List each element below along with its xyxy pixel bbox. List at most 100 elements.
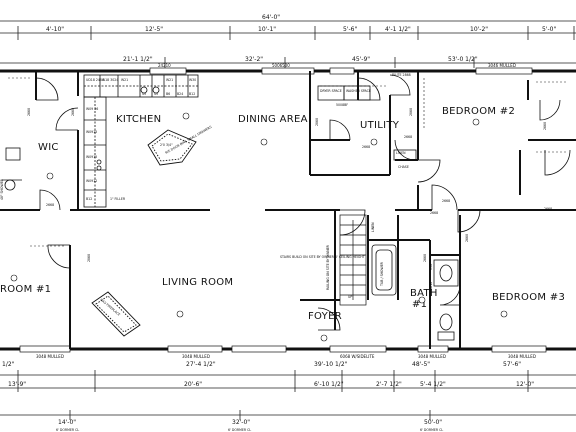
room-label-bath-number: #1: [412, 299, 427, 310]
door-tag-10: 2668: [544, 207, 552, 211]
door-swings: [35, 74, 571, 331]
stairs: [339, 214, 367, 306]
cab-tag-8: B24: [177, 92, 183, 96]
interior-walls: [0, 71, 576, 349]
note-washer: WASHER SPACE: [346, 89, 371, 93]
note-chase: CHASE: [398, 165, 409, 169]
cab-tag-9: W30: [189, 78, 196, 82]
window-label-bottom-door: 6068 W/SIDELITE: [340, 354, 375, 359]
closet-dashed: [8, 77, 568, 247]
dim-top-2: 12'-5": [145, 26, 163, 33]
door-tag-14: 2668: [430, 211, 438, 215]
cab-left-4: W0912: [86, 179, 97, 183]
note-up: UP: [348, 295, 352, 299]
door-tag-7: 2868: [409, 108, 413, 116]
dim-bot3-sub-2: 6' DORMER CL: [228, 428, 251, 432]
dim-bot-4: 48'-5": [412, 361, 430, 368]
bottom-dimension-lines: [0, 370, 576, 420]
bath-fixtures: [371, 244, 459, 341]
kitchen-island: [147, 129, 197, 166]
door-tag-11: 2668: [442, 199, 450, 203]
window-label-bottom-right: 3048 MULLED: [508, 354, 536, 359]
room-label-bedroom1: ROOM #1: [0, 284, 51, 295]
dim-bot2-4: 2'-7 1/2": [376, 381, 402, 388]
cab-tag-6: B6: [166, 92, 170, 96]
note-vanity: V36: [429, 264, 433, 270]
cab-left-1: W09 36: [86, 107, 98, 111]
dim-bot2-5: 5'-4 1/2": [420, 381, 446, 388]
dim-top-7: 5'-0": [542, 26, 556, 33]
cab-tag-7: W21: [166, 78, 173, 82]
dim-top-3: 10'-1": [258, 26, 276, 33]
note-vanity2: SB18: [429, 282, 433, 290]
room-label-kitchen: KITCHEN: [116, 114, 161, 125]
room-label-dining: DINING AREA: [238, 114, 308, 125]
gas-fireplace: [91, 291, 141, 337]
wic-fixtures: [2, 147, 22, 191]
note-shelf: 5008BF: [336, 103, 348, 107]
room-label-wic: WIC: [38, 142, 59, 153]
cab-tag-4: S9: [142, 92, 146, 96]
door-tag-13: 2668: [423, 254, 427, 262]
cab-left-3: W0915: [86, 155, 97, 159]
note-stairs: STAIRS BUILD ON SITE BY OWNER 6' CEILING…: [280, 255, 365, 259]
door-tag-4: 2868: [87, 254, 91, 262]
window-label-bottom-left: 3048 MULLED: [36, 354, 64, 359]
window-label-top-right: 3046 MULLED: [488, 63, 516, 68]
note-shower: 48" SHOWER: [0, 178, 4, 200]
top-windows: [149, 67, 533, 75]
note-linen-util: LINEN: [396, 151, 406, 155]
dim-top2-4: 53'-0 1/2": [448, 56, 478, 63]
window-label-top-mid: 5006500: [272, 63, 290, 68]
room-label-bedroom2: BEDROOM #2: [442, 106, 515, 117]
cab-left-5: B12: [86, 197, 92, 201]
note-dryer: DRYER SPACE: [320, 89, 342, 93]
room-label-bath: BATH: [410, 288, 438, 299]
cab-tag-10: B12: [189, 92, 195, 96]
window-label-bottom-mid2: 3048 MULLED: [418, 354, 446, 359]
room-label-living: LIVING ROOM: [162, 277, 233, 288]
dim-bot-3: 39'-10 1/2": [314, 361, 348, 368]
dim-top2-1: 21'-1 1/2": [123, 56, 153, 63]
door-tag-1: 2668: [27, 108, 31, 116]
dim-top-5: 4'-1 1/2": [385, 26, 411, 33]
dim-bot2-3: 6'-10 1/2": [314, 381, 344, 388]
dim-bot3-1: 14'-0": [58, 419, 76, 426]
door-tag-12: 2668: [465, 234, 469, 242]
dim-top2-3: 45'-9": [352, 56, 370, 63]
door-tag-3: 2668: [46, 203, 54, 207]
dim-top2-2: 32'-2": [245, 56, 263, 63]
utility-fixtures: [317, 85, 417, 161]
dim-bot-2: 27'-4 1/2": [186, 361, 216, 368]
dim-bot-1: 1/2": [2, 361, 15, 368]
dim-top-6: 10'-2": [470, 26, 488, 33]
room-label-bedroom3: BEDROOM #3: [492, 292, 565, 303]
door-tag-2: 2668: [71, 108, 75, 116]
island-note-2: R/E DOOR BINS SMALL DRAWERS: [165, 125, 213, 155]
dim-bot2-1: 13'-9": [8, 381, 26, 388]
door-tag-5: 2868: [315, 118, 319, 126]
cab-tag-3: W21: [121, 78, 128, 82]
dim-bot2-6: 12'-0": [516, 381, 534, 388]
window-label-top-left: 24210: [158, 63, 171, 68]
note-linen-hall: LINEN: [371, 222, 375, 232]
room-label-utility: UTILITY: [360, 120, 400, 131]
dim-bot3-2: 32'-0": [232, 419, 250, 426]
note-pilite: PILITE 2868: [392, 73, 411, 77]
top-dimension-lines: [0, 20, 576, 68]
door-tag-9: 2668: [543, 122, 547, 130]
cab-tag-1: UD18 2464: [86, 78, 104, 82]
dim-overall: 64'-0": [262, 14, 280, 21]
dim-bot2-2: 20'-6": [184, 381, 202, 388]
dim-bot3-sub-1: 6' DORMER CL: [56, 428, 79, 432]
room-number-markers: [10, 112, 508, 342]
door-tag-6: 2668: [362, 145, 370, 149]
cab-tag-5: S9: [154, 92, 158, 96]
dim-top-1: 4'-10": [46, 26, 64, 33]
dim-bot-5: 57'-6": [503, 361, 521, 368]
window-label-bottom-mid1: 3048 MULLED: [182, 354, 210, 359]
note-filler: 1" FILLER: [110, 197, 126, 201]
room-label-foyer: FOYER: [308, 311, 342, 322]
kitchen-cabinets: [83, 74, 199, 208]
